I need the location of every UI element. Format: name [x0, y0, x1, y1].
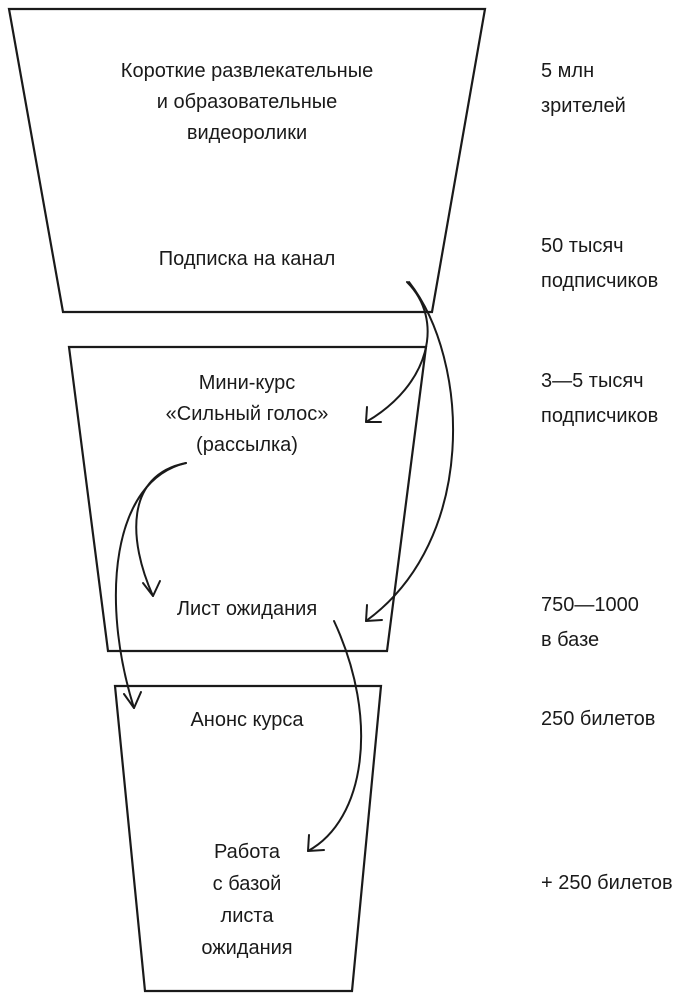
- metric-database-size: 750—1000 в базе: [541, 594, 639, 651]
- stage-label-channel-subscription: Подписка на канал: [158, 248, 336, 270]
- arrow-head: [123, 691, 142, 709]
- stage-label-mini-course: Мини-курс «Сильный голос» (рассылка): [165, 372, 329, 456]
- metric-newsletter-subscribers: 3—5 тысяч подписчиков: [541, 370, 659, 427]
- arrow-minicourse-to-announcement: [114, 462, 187, 709]
- arrow-minicourse-to-waitlist: [135, 462, 187, 597]
- funnel-stage-1: [7, 7, 487, 314]
- arrow-head: [365, 604, 383, 622]
- arrow-head: [142, 580, 161, 597]
- stage-label-course-announcement: Анонс курса: [190, 709, 304, 731]
- stage-label-short-videos: Короткие развлекательные и образовательн…: [120, 60, 374, 144]
- funnel-stage-3: [113, 684, 383, 993]
- arrow-waitlist-to-database: [307, 620, 363, 852]
- arrow-head: [307, 834, 325, 852]
- arrow-head: [365, 406, 382, 423]
- metric-viewers: 5 млн зрителей: [541, 60, 626, 117]
- metric-channel-subscribers: 50 тысяч подписчиков: [541, 235, 659, 292]
- metric-tickets-database: + 250 билетов: [541, 872, 673, 894]
- arrow-subscription-to-waitlist: [365, 281, 454, 622]
- stage-label-waiting-list: Лист ожидания: [176, 598, 318, 620]
- stage-label-work-with-base: Работа с базой листа ожидания: [201, 841, 293, 959]
- funnel-stage-2: [67, 345, 428, 653]
- metric-tickets-announcement: 250 билетов: [541, 708, 656, 730]
